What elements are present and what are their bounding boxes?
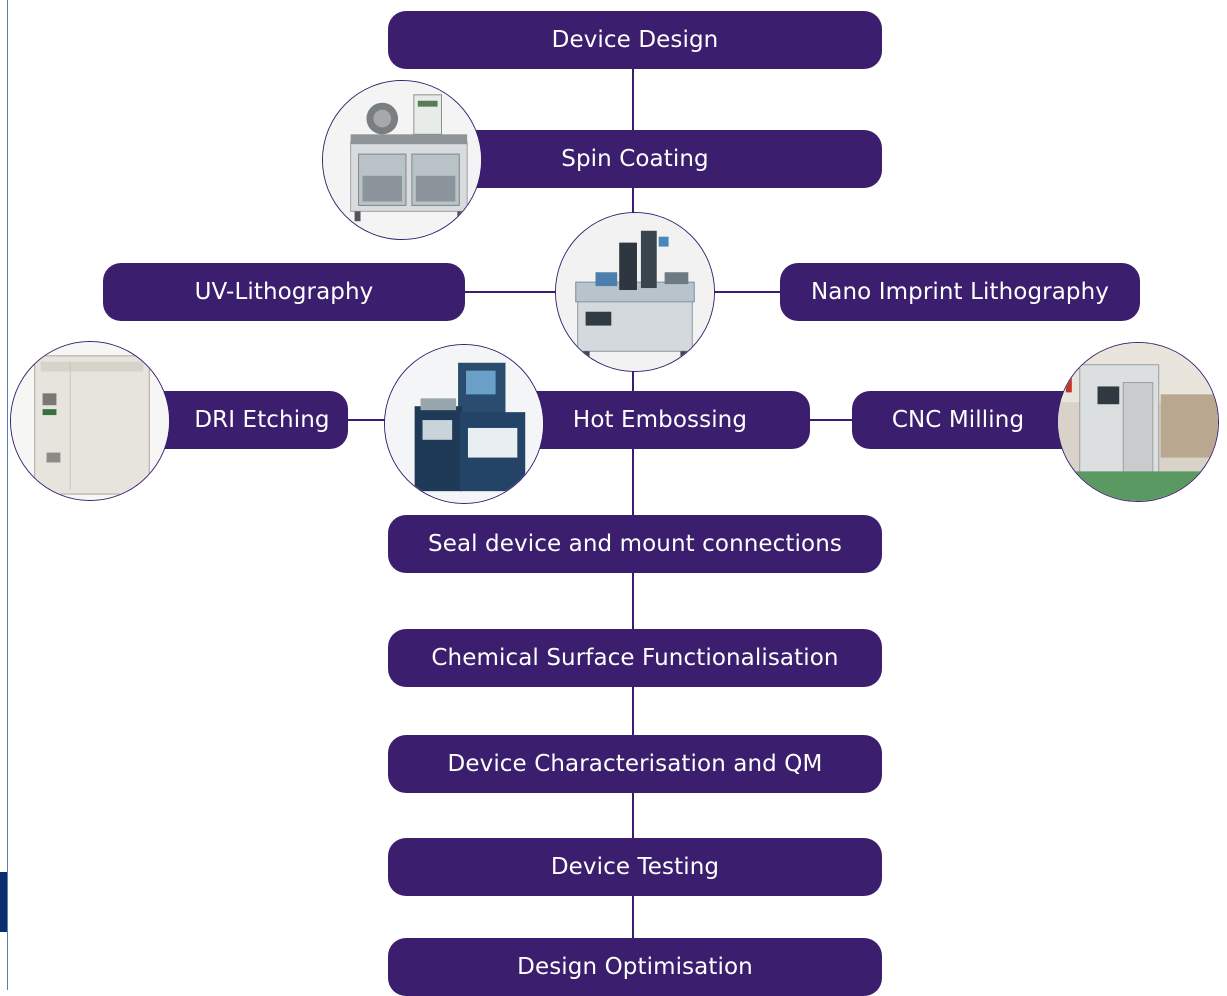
step-label: Hot Embossing (572, 407, 748, 433)
step-chemical-surface-functionalisation: Chemical Surface Functionalisation (388, 629, 882, 687)
step-seal-device: Seal device and mount connections (388, 515, 882, 573)
step-label: Device Characterisation and QM (447, 751, 823, 777)
nano-imprint-photo (555, 212, 715, 372)
step-design-optimisation: Design Optimisation (388, 938, 882, 996)
step-uv-lithography: UV-Lithography (103, 263, 465, 321)
step-nano-imprint-lithography: Nano Imprint Lithography (780, 263, 1140, 321)
step-label: Device Testing (550, 854, 720, 880)
step-label: CNC Milling (891, 407, 1025, 433)
step-label: UV-Lithography (194, 279, 374, 305)
page-margin-tab (0, 872, 7, 932)
step-label: Seal device and mount connections (428, 531, 842, 557)
step-cnc-milling: CNC Milling (852, 391, 1092, 449)
dri-etching-photo (10, 341, 170, 501)
cnc-milling-photo (1057, 342, 1219, 502)
step-device-design: Device Design (388, 11, 882, 69)
step-device-testing: Device Testing (388, 838, 882, 896)
hot-embossing-photo (384, 344, 544, 504)
step-device-characterisation: Device Characterisation and QM (388, 735, 882, 793)
step-label: Device Design (551, 27, 719, 53)
step-label: Nano Imprint Lithography (810, 279, 1109, 305)
step-label: DRI Etching (194, 407, 330, 433)
step-label: Design Optimisation (517, 954, 753, 980)
page-margin-line (7, 0, 8, 990)
step-label: Spin Coating (561, 146, 709, 172)
step-label: Chemical Surface Functionalisation (431, 645, 839, 671)
spin-coater-photo (322, 80, 482, 240)
